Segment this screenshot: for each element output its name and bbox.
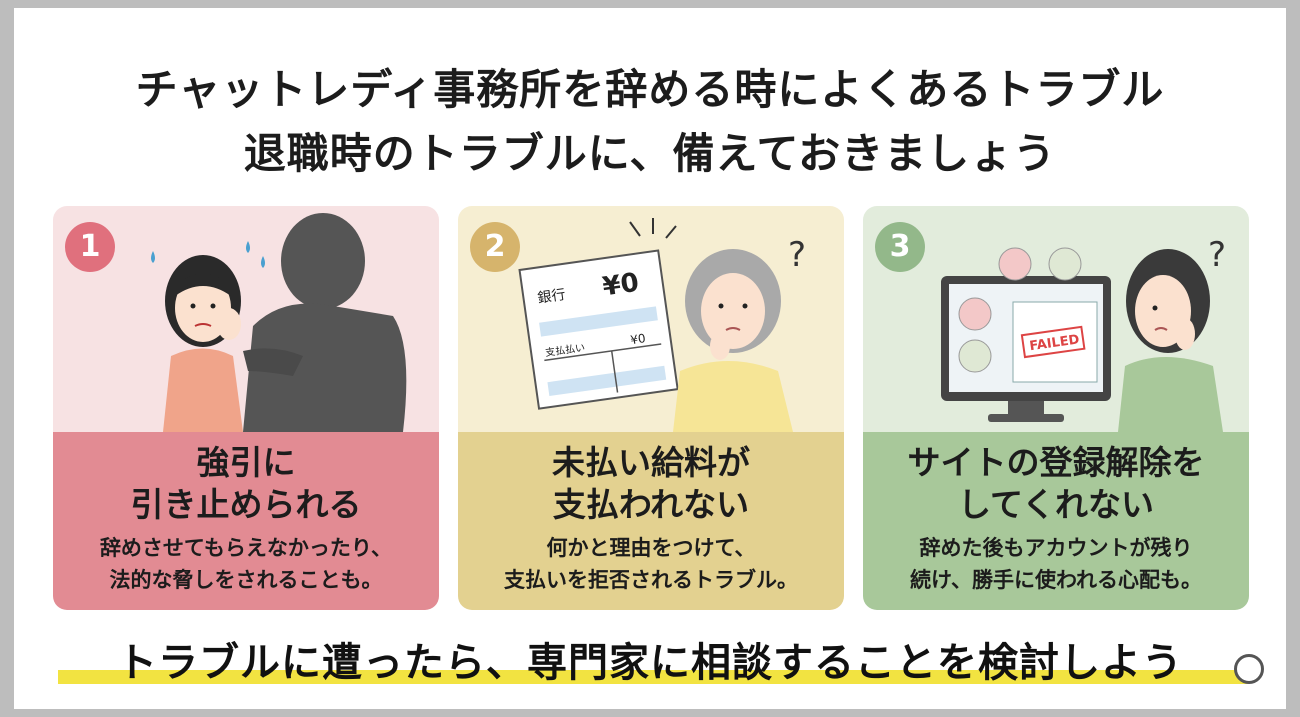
slip-bank-label: 銀行: [537, 287, 567, 307]
heading-line: 支払われない: [552, 485, 750, 524]
description-line: 辞めた後もアカウントが残り: [919, 536, 1193, 560]
footer-callout: トラブルに遭ったら、専門家に相談することを検討しよう: [117, 640, 1183, 686]
heading-line: サイトの登録解除を: [907, 443, 1205, 482]
card-band: [53, 432, 439, 610]
card-description: 辞めた後もアカウントが残り 続け、勝手に使われる心配も。: [863, 532, 1249, 596]
card-illustration: FAILED ? 3: [863, 206, 1249, 432]
worried-woman-shadow-illustration: [151, 213, 407, 432]
heading-line: 強引に: [196, 443, 296, 482]
card-forced-retention: 1 強引に 引き止められる 辞めさせてもらえなかったり、 法的な脅しをされること…: [53, 206, 439, 610]
pay-slip-woman-illustration: 銀行 ¥0 支払払い ¥0 ?: [518, 218, 806, 432]
failed-stamp: FAILED: [1029, 332, 1081, 354]
page-title: チャットレディ事務所を辞める時によくあるトラブル: [135, 65, 1165, 114]
card-band: [863, 432, 1249, 610]
step-number-badge: 3: [875, 222, 925, 272]
heading-line: 引き止められる: [130, 485, 362, 524]
heading-line: 未払い給料が: [552, 443, 750, 482]
card-unpaid-salary: 銀行 ¥0 支払払い ¥0 ? 2 未払い給料が 支払われない: [458, 206, 844, 610]
description-line: 続け、勝手に使われる心配も。: [910, 568, 1202, 592]
description-line: 法的な脅しをされることも。: [109, 568, 383, 592]
step-number-badge: 2: [470, 222, 520, 272]
heading-line: してくれない: [957, 485, 1155, 524]
description-line: 支払いを拒否されるトラブル。: [504, 568, 798, 592]
card-illustration: 1: [53, 206, 439, 432]
step-number-badge: 1: [65, 222, 115, 272]
card-heading: 未払い給料が 支払われない: [458, 442, 844, 526]
question-mark-icon: ?: [1208, 235, 1226, 275]
card-account-not-deleted: FAILED ? 3 サイトの登録解除を してくれない: [863, 206, 1249, 610]
slip-amount: ¥0: [601, 268, 641, 303]
card-illustration: 銀行 ¥0 支払払い ¥0 ? 2: [458, 206, 844, 432]
card-description: 何かと理由をつけて、 支払いを拒否されるトラブル。: [458, 532, 844, 596]
corner-circle-icon: [1234, 654, 1264, 684]
infographic: チャットレディ事務所を辞める時によくあるトラブル 退職時のトラブルに、備えておき…: [14, 8, 1286, 709]
description-line: 何かと理由をつけて、: [546, 536, 756, 560]
slip-row-amount: ¥0: [629, 331, 646, 347]
monitor-woman-illustration: FAILED ?: [941, 235, 1226, 432]
footer-highlight: [58, 670, 1248, 684]
card-heading: 強引に 引き止められる: [53, 442, 439, 526]
description-line: 辞めさせてもらえなかったり、: [99, 536, 393, 560]
card-band: [458, 432, 844, 610]
card-description: 辞めさせてもらえなかったり、 法的な脅しをされることも。: [53, 532, 439, 596]
page-subtitle: 退職時のトラブルに、備えておきましょう: [243, 129, 1057, 178]
card-heading: サイトの登録解除を してくれない: [863, 442, 1249, 526]
question-mark-icon: ?: [788, 235, 806, 275]
